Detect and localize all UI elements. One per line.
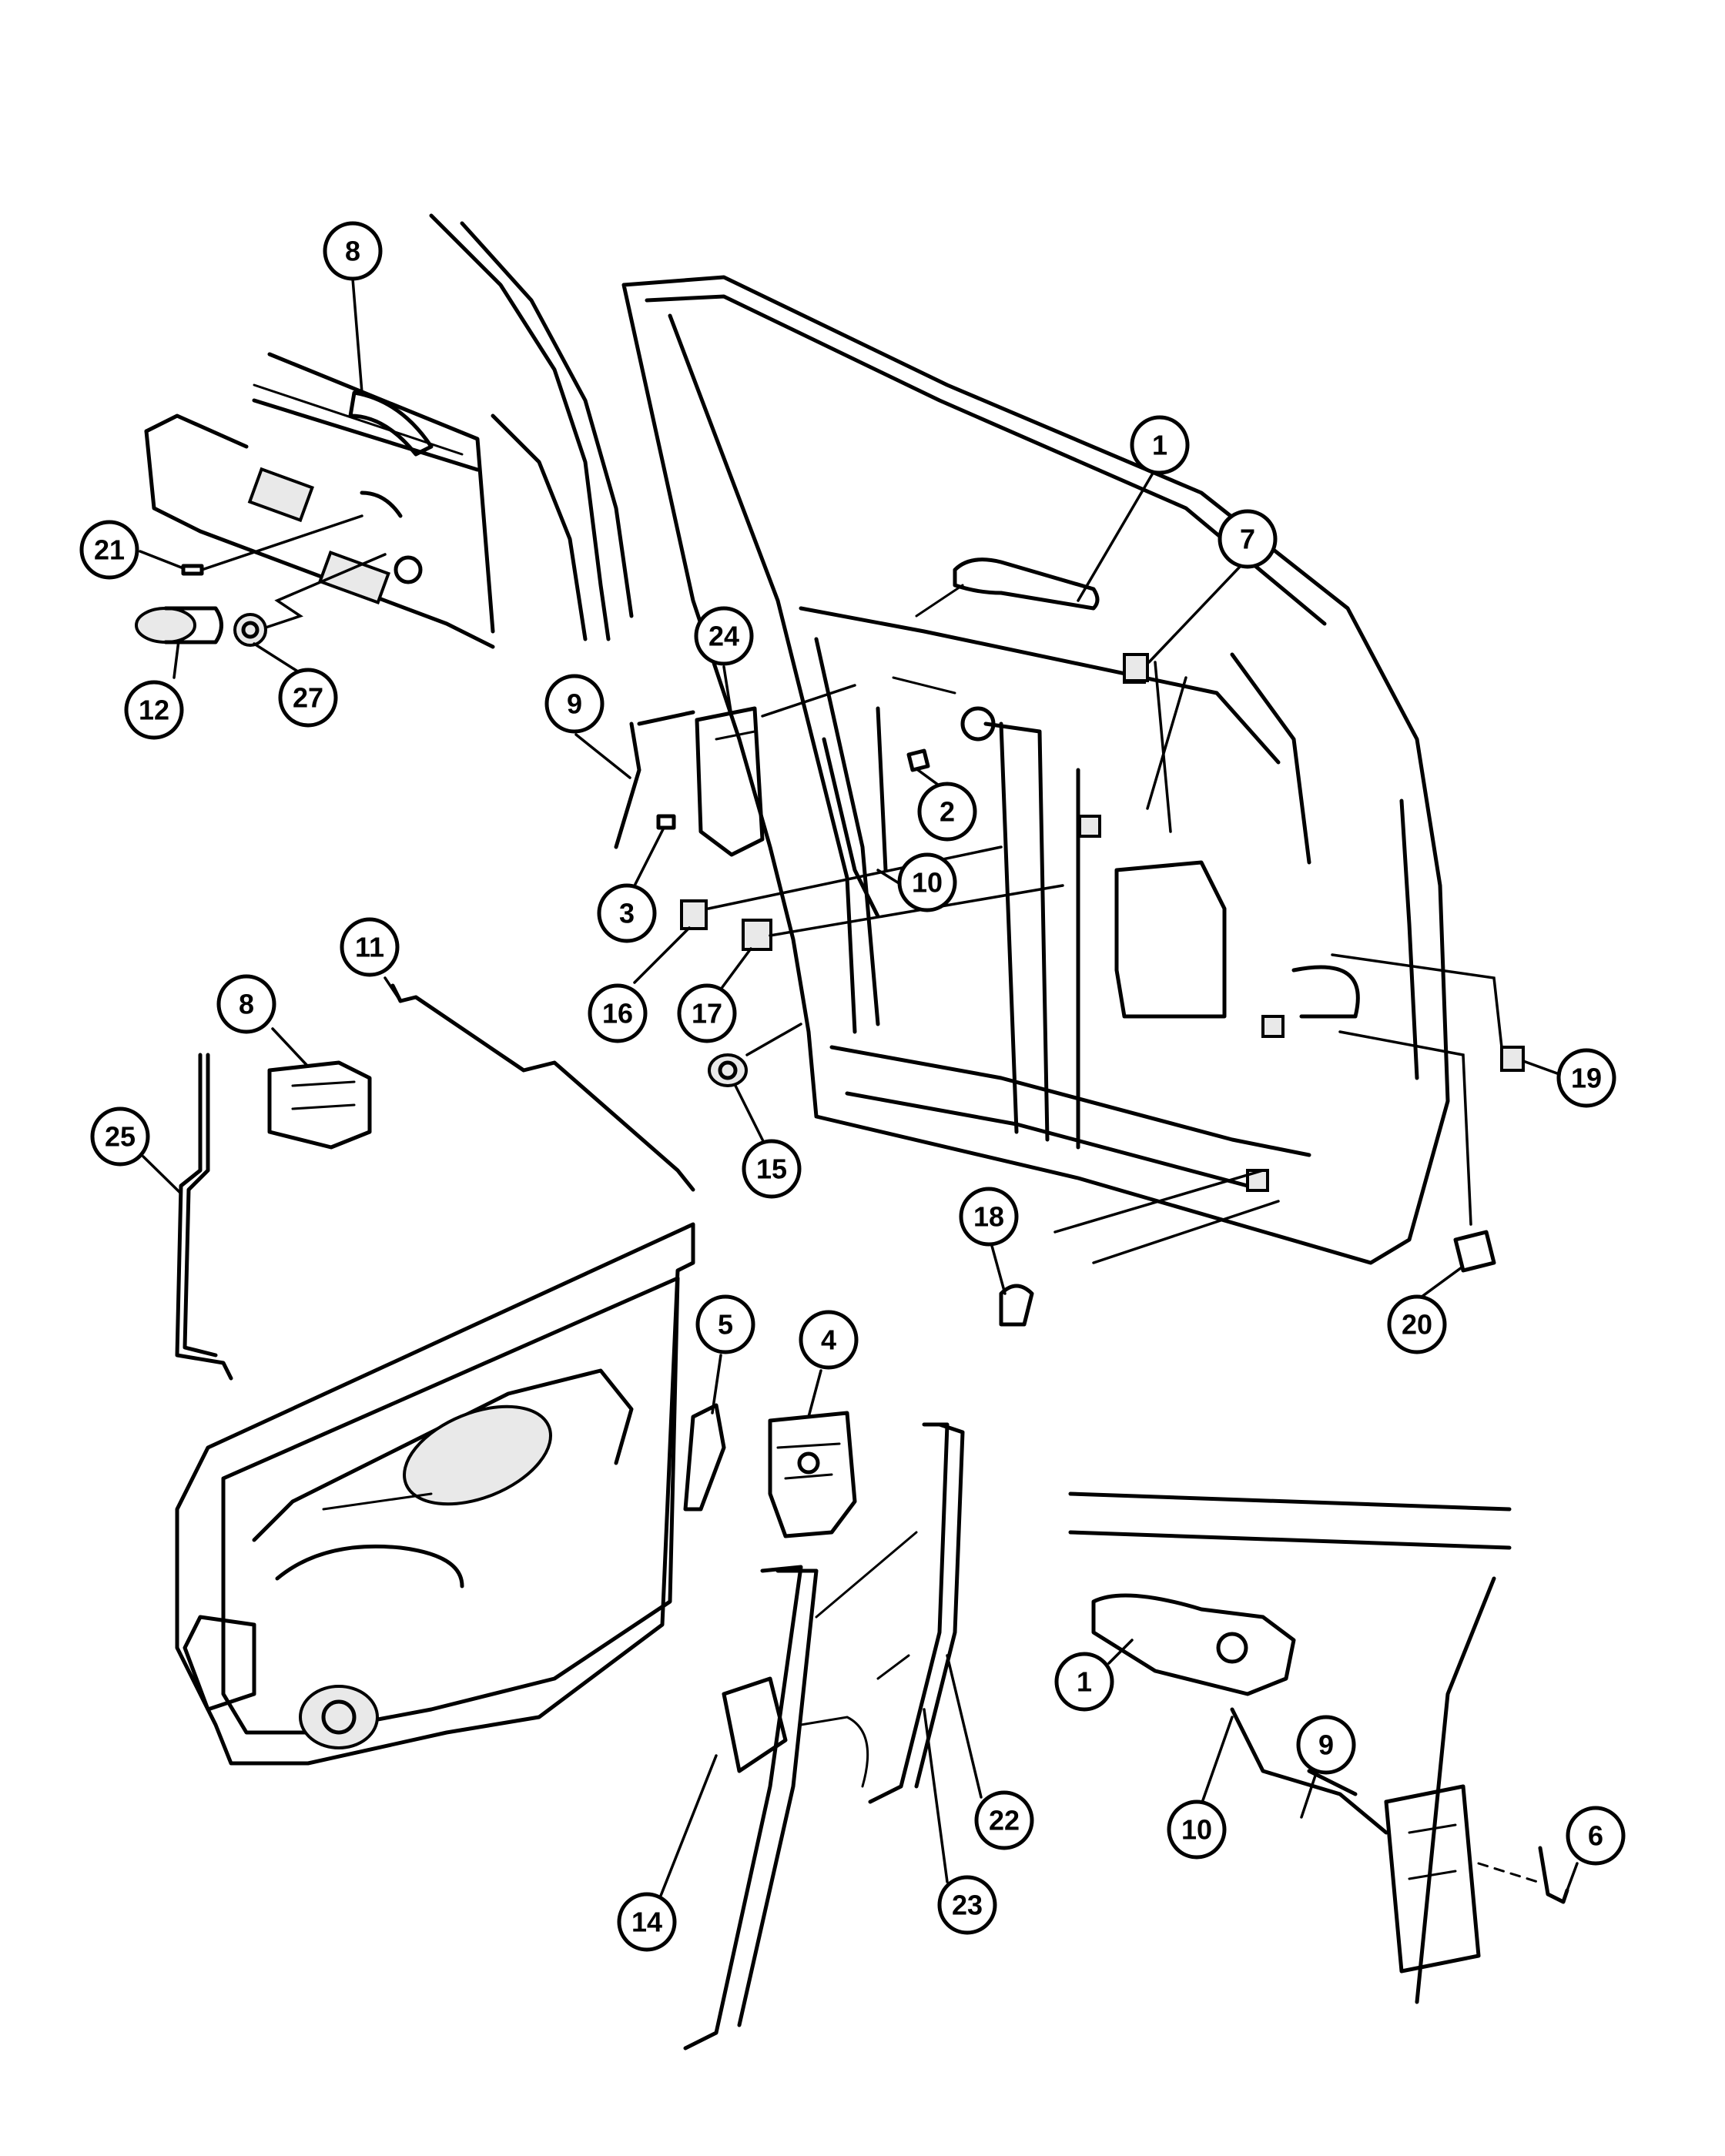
callout-label: 9 <box>1318 1729 1334 1761</box>
callout-14: 14 <box>617 1892 677 1952</box>
callout-label: 1 <box>1152 430 1167 461</box>
callout-5: 5 <box>695 1294 755 1354</box>
callout-8-top: 8 <box>323 221 383 281</box>
callout-6: 6 <box>1566 1806 1626 1866</box>
window-regulator-parts <box>683 1422 965 2051</box>
callout-10-lower: 10 <box>1167 1799 1227 1860</box>
latch-linkage-parts <box>614 684 1064 1087</box>
rod-and-cable-parts <box>175 983 695 1381</box>
screw-and-plug-parts <box>135 514 387 647</box>
callout-label: 22 <box>989 1805 1020 1836</box>
callout-label: 3 <box>619 898 635 929</box>
callout-label: 1 <box>1077 1666 1092 1698</box>
callout-label: 14 <box>631 1907 662 1938</box>
callout-1-lower: 1 <box>1054 1652 1114 1712</box>
callout-label: 16 <box>602 998 633 1029</box>
callout-23: 23 <box>937 1875 997 1935</box>
callout-24: 24 <box>694 606 754 666</box>
callout-label: 25 <box>105 1121 136 1153</box>
callout-label: 7 <box>1240 524 1255 555</box>
exterior-handle-inset-drawing <box>1068 1491 1569 2004</box>
callout-25: 25 <box>90 1106 150 1167</box>
callout-27: 27 <box>278 668 338 728</box>
callout-9-upper: 9 <box>544 674 605 734</box>
callout-9-lower: 9 <box>1296 1715 1356 1775</box>
callout-8-middle: 8 <box>216 974 276 1034</box>
callout-7: 7 <box>1218 509 1278 569</box>
callout-label: 2 <box>940 796 955 828</box>
callout-17: 17 <box>677 983 737 1043</box>
callout-label: 8 <box>345 236 360 267</box>
callout-label: 23 <box>952 1890 983 1921</box>
callout-label: 6 <box>1588 1820 1603 1852</box>
callout-label: 15 <box>756 1153 787 1185</box>
callout-label: 27 <box>293 682 323 714</box>
callout-20: 20 <box>1387 1294 1447 1354</box>
inset-door-trim-drawing <box>144 213 634 649</box>
callout-label: 4 <box>821 1324 836 1356</box>
callout-16: 16 <box>588 983 648 1043</box>
callout-12: 12 <box>124 680 184 740</box>
callout-label: 24 <box>708 621 739 652</box>
callout-label: 21 <box>94 534 125 566</box>
clip-parts <box>999 653 1525 1327</box>
callout-label: 12 <box>139 695 169 726</box>
callout-label: 19 <box>1571 1063 1602 1094</box>
callout-11: 11 <box>340 917 400 977</box>
callout-label: 5 <box>718 1309 733 1341</box>
callout-label: 20 <box>1402 1309 1432 1341</box>
callout-4: 4 <box>799 1310 859 1370</box>
inner-door-panel-drawing <box>175 1222 695 1766</box>
main-door-shell-drawing <box>621 275 1450 1265</box>
callout-21: 21 <box>79 520 139 580</box>
latch-and-bracket-parts <box>683 1403 857 1538</box>
callout-15: 15 <box>742 1139 802 1199</box>
callout-2: 2 <box>917 782 977 842</box>
callout-label: 10 <box>1181 1814 1212 1846</box>
callout-label: 9 <box>567 688 582 720</box>
callout-1-upper: 1 <box>1130 415 1190 475</box>
callout-label: 10 <box>912 867 943 899</box>
callout-label: 11 <box>355 932 384 963</box>
callout-3: 3 <box>597 883 657 943</box>
callout-label: 17 <box>692 998 722 1029</box>
callout-18: 18 <box>959 1187 1019 1247</box>
callout-19: 19 <box>1556 1048 1616 1108</box>
callout-label: 18 <box>973 1201 1004 1233</box>
callout-22: 22 <box>974 1790 1034 1850</box>
callout-10-upper: 10 <box>897 852 957 912</box>
callout-label: 8 <box>239 989 254 1020</box>
leader-lines <box>139 277 1579 1897</box>
